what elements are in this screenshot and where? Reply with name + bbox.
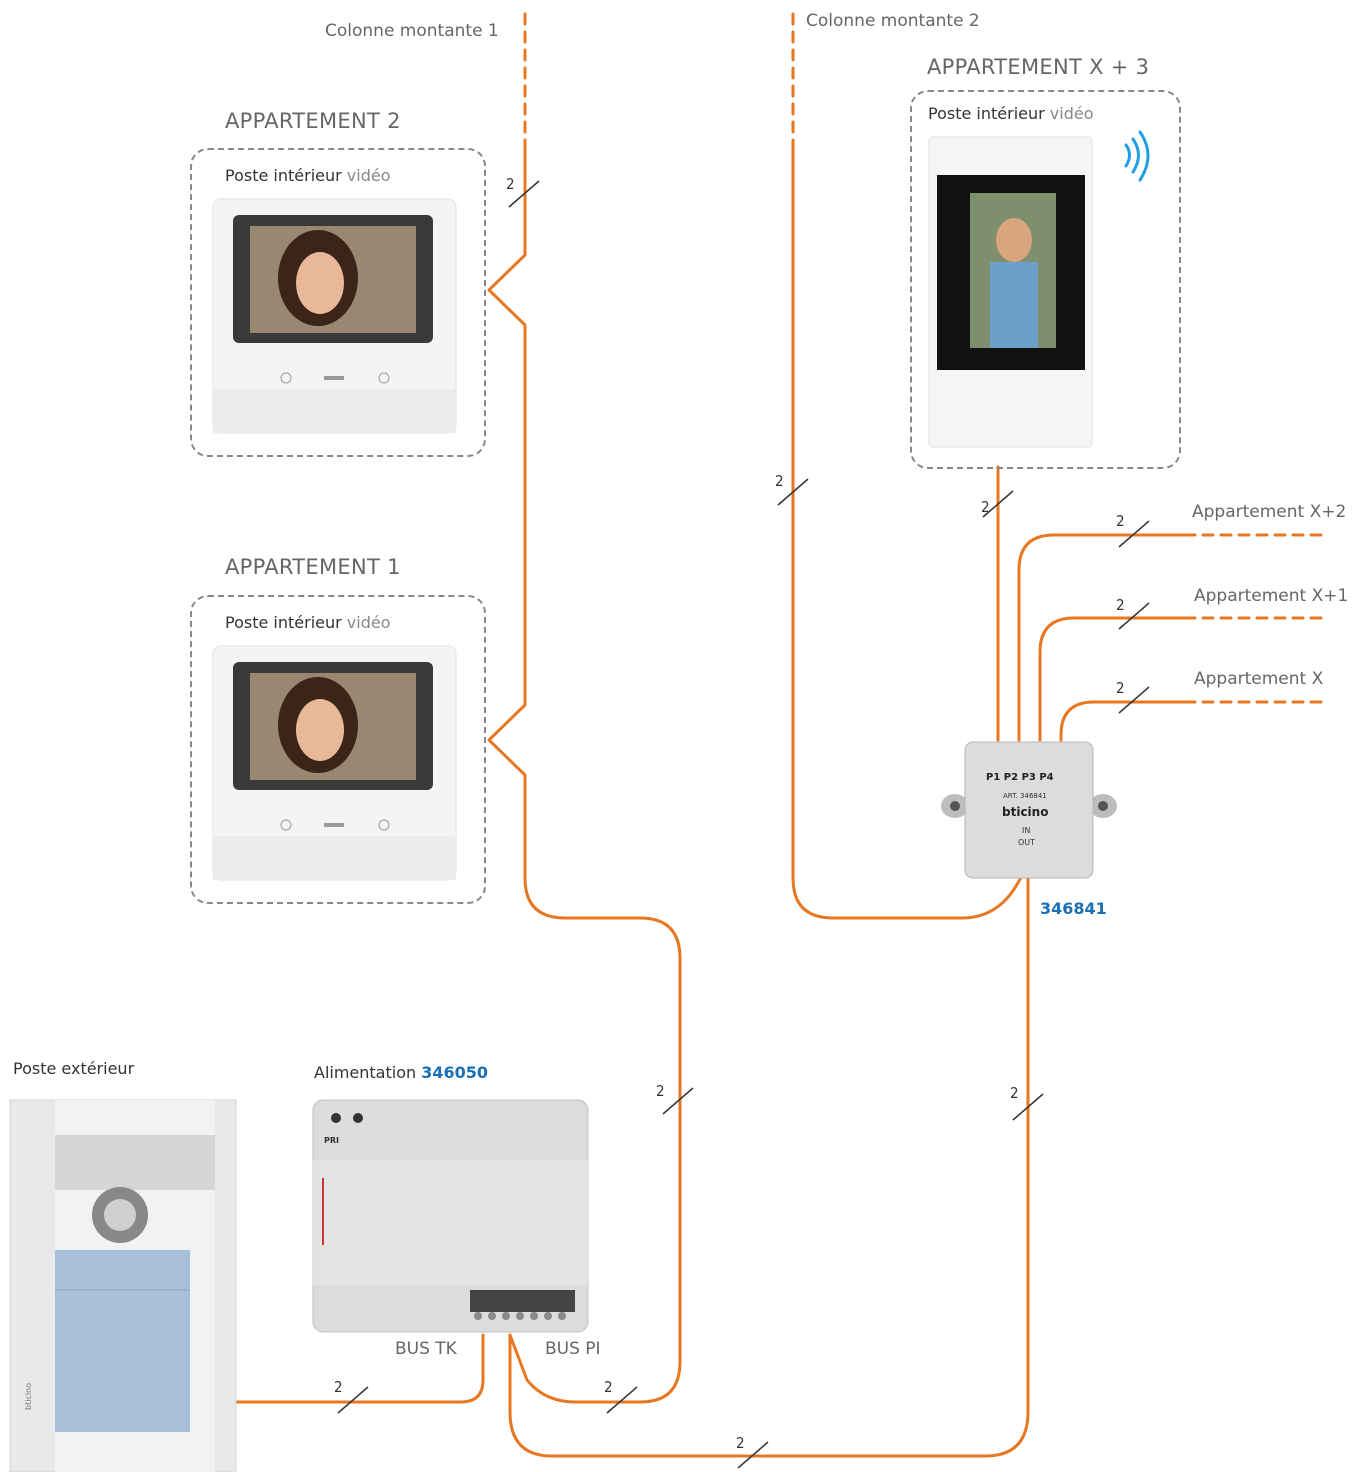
indoor-panel-apt1 (212, 645, 457, 881)
indoor-panel-apt2 (212, 198, 457, 434)
p2-wire (1017, 533, 1187, 742)
riser-2-label: Colonne montante 2 (806, 11, 980, 31)
apartment-2-title: APPARTEMENT 2 (225, 109, 401, 133)
bus-pi-label: BUS PI (545, 1339, 601, 1359)
indoor-panel-aptx3 (928, 136, 1093, 448)
distributor-in: IN (1022, 826, 1031, 835)
branch-label-x1: Appartement X+1 (1194, 586, 1349, 606)
wire-count-mark: 2 (1116, 679, 1125, 697)
panel-label-aptx3: Poste intérieur vidéo (928, 104, 1094, 123)
wire-count-mark: 2 (656, 1082, 665, 1100)
wire-count-mark: 2 (981, 498, 990, 516)
riser-1-wire (487, 148, 682, 1404)
branch-label-x2: Appartement X+2 (1192, 502, 1347, 522)
wire-count-mark: 2 (736, 1434, 745, 1452)
power-supply-346050 (312, 1099, 589, 1333)
apartment-x3-box (910, 90, 1181, 469)
power-label: Alimentation 346050 (314, 1063, 489, 1082)
apartment-1-title: APPARTEMENT 1 (225, 555, 401, 579)
wire-count-mark: 2 (1116, 596, 1125, 614)
wire-count-mark: 2 (775, 472, 784, 490)
branch-label-x: Appartement X (1194, 669, 1324, 689)
wire-count-mark: 2 (334, 1378, 343, 1396)
distributor-code: 346841 (1040, 899, 1107, 918)
distributor-out: OUT (1018, 838, 1036, 847)
panel-label-apt1: Poste intérieur vidéo (225, 613, 391, 632)
wire-count-mark: 2 (506, 175, 515, 193)
distributor-ports: P1 P2 P3 P4 (986, 772, 1054, 783)
panel-label-apt2: Poste intérieur vidéo (225, 166, 391, 185)
outdoor-label: Poste extérieur (13, 1059, 135, 1078)
distributor-to-power-wire (508, 876, 1030, 1458)
wifi-icon (1124, 130, 1150, 182)
p4-wire (1059, 700, 1187, 742)
bus-tk-wire (234, 1333, 485, 1404)
apartment-x3-title: APPARTEMENT X + 3 (927, 55, 1150, 79)
wire-count-mark: 2 (1116, 512, 1125, 530)
apartment-1-box (190, 595, 486, 904)
apartment-2-box (190, 148, 486, 457)
p3-wire (1038, 616, 1187, 742)
outdoor-brand: bticino (24, 1382, 33, 1410)
distributor-brand: bticino (1002, 805, 1049, 819)
wire-count-mark: 2 (604, 1378, 613, 1396)
bus-tk-label: BUS TK (395, 1339, 457, 1359)
riser-2-wire (791, 143, 1024, 920)
riser-1-label: Colonne montante 1 (325, 21, 499, 41)
power-pri: PRI (324, 1136, 339, 1145)
wire-count-mark: 2 (1010, 1084, 1019, 1102)
outdoor-panel (9, 1099, 237, 1472)
distributor-346841 (941, 741, 1117, 879)
distributor-art: ART. 346841 (1003, 792, 1047, 800)
